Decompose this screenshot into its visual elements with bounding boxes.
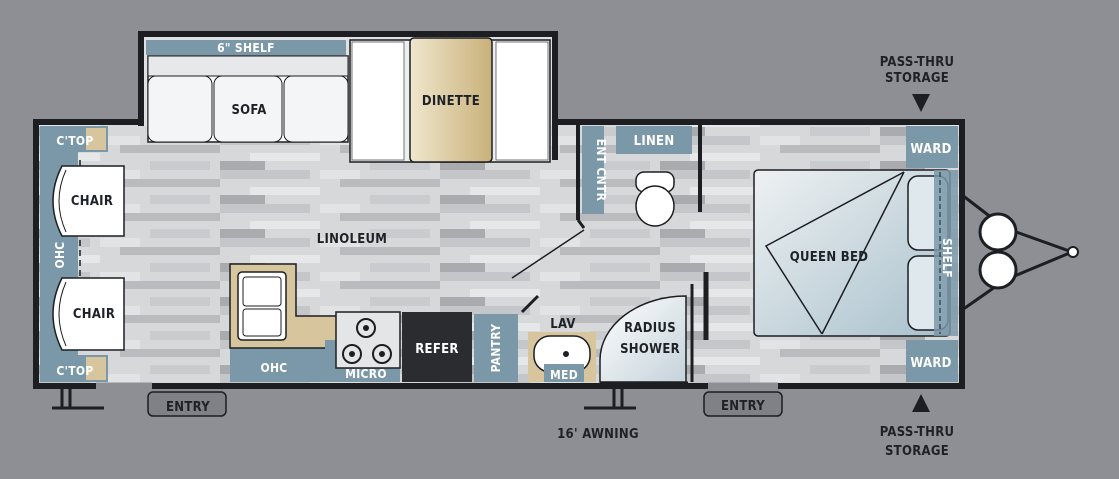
dinette: [349, 37, 551, 163]
pass-thru-top-label-1: PASS-THRU: [880, 55, 955, 70]
ent-cntr: [582, 126, 604, 214]
med-cabinet: [544, 364, 584, 382]
sofa-label: SOFA: [231, 103, 266, 118]
refer: [402, 312, 472, 382]
radius-shower: [599, 295, 687, 383]
ward-bottom: [906, 340, 958, 382]
bed-shelf-label: SHELF: [940, 238, 954, 278]
linen-label: LINEN: [634, 134, 675, 149]
pass-thru-bottom-arrow: [912, 394, 930, 412]
chair-bottom: [52, 277, 125, 351]
entry-right: [703, 391, 783, 417]
ohc-kitchen: [230, 348, 325, 382]
six-inch-shelf: [146, 40, 346, 55]
ward-top-label: WARD: [910, 142, 951, 157]
entry-right-label: ENTRY: [721, 399, 765, 414]
pantry: [474, 314, 518, 382]
radius-shower-label-2: SHOWER: [620, 342, 680, 357]
shelf-label: 6" SHELF: [217, 41, 275, 55]
ctop-top-label: C'TOP: [56, 134, 93, 148]
ctop-bottom-label: C'TOP: [56, 364, 93, 378]
chair-top-label: CHAIR: [71, 194, 113, 209]
pass-thru-top-label-2: STORAGE: [885, 71, 949, 86]
linen: [616, 126, 692, 154]
entry-left: [147, 391, 227, 417]
outer-wall: [33, 119, 965, 389]
ohc-kitchen-label: OHC: [260, 361, 287, 375]
ent-cntr-label: ENT CNTR: [594, 139, 608, 202]
awning-label: 16' AWNING: [557, 427, 639, 442]
slideout-wall: [138, 31, 558, 160]
ohc-front-label: OHC: [53, 241, 67, 268]
micro-label: MICRO: [345, 367, 387, 381]
linoleum-label: LINOLEUM: [317, 232, 388, 247]
entry-left-label: ENTRY: [166, 400, 210, 415]
lav-label: LAV: [550, 317, 576, 332]
radius-shower-label-1: RADIUS: [624, 321, 676, 336]
pantry-label: PANTRY: [489, 324, 503, 373]
stove: [335, 311, 401, 369]
pass-thru-bottom-label-2: STORAGE: [885, 444, 949, 459]
ward-bottom-label: WARD: [910, 356, 951, 371]
chair-top: [52, 165, 125, 237]
pass-thru-bottom-label-1: PASS-THRU: [880, 425, 955, 440]
hitch: [961, 193, 1079, 312]
toilet: [635, 171, 675, 227]
bed-shelf: [934, 170, 958, 336]
dinette-label: DINETTE: [422, 94, 480, 109]
bath-door: [511, 229, 585, 279]
queen-bed-label: QUEEN BED: [790, 250, 869, 265]
refer-label: REFER: [415, 342, 459, 357]
step-center: [584, 386, 636, 410]
chair-bottom-label: CHAIR: [73, 307, 115, 322]
med-label: MED: [550, 368, 578, 382]
ward-top: [906, 126, 958, 168]
step-left: [52, 386, 104, 410]
sofa: [147, 55, 349, 143]
pass-thru-top-arrow: [912, 94, 930, 112]
